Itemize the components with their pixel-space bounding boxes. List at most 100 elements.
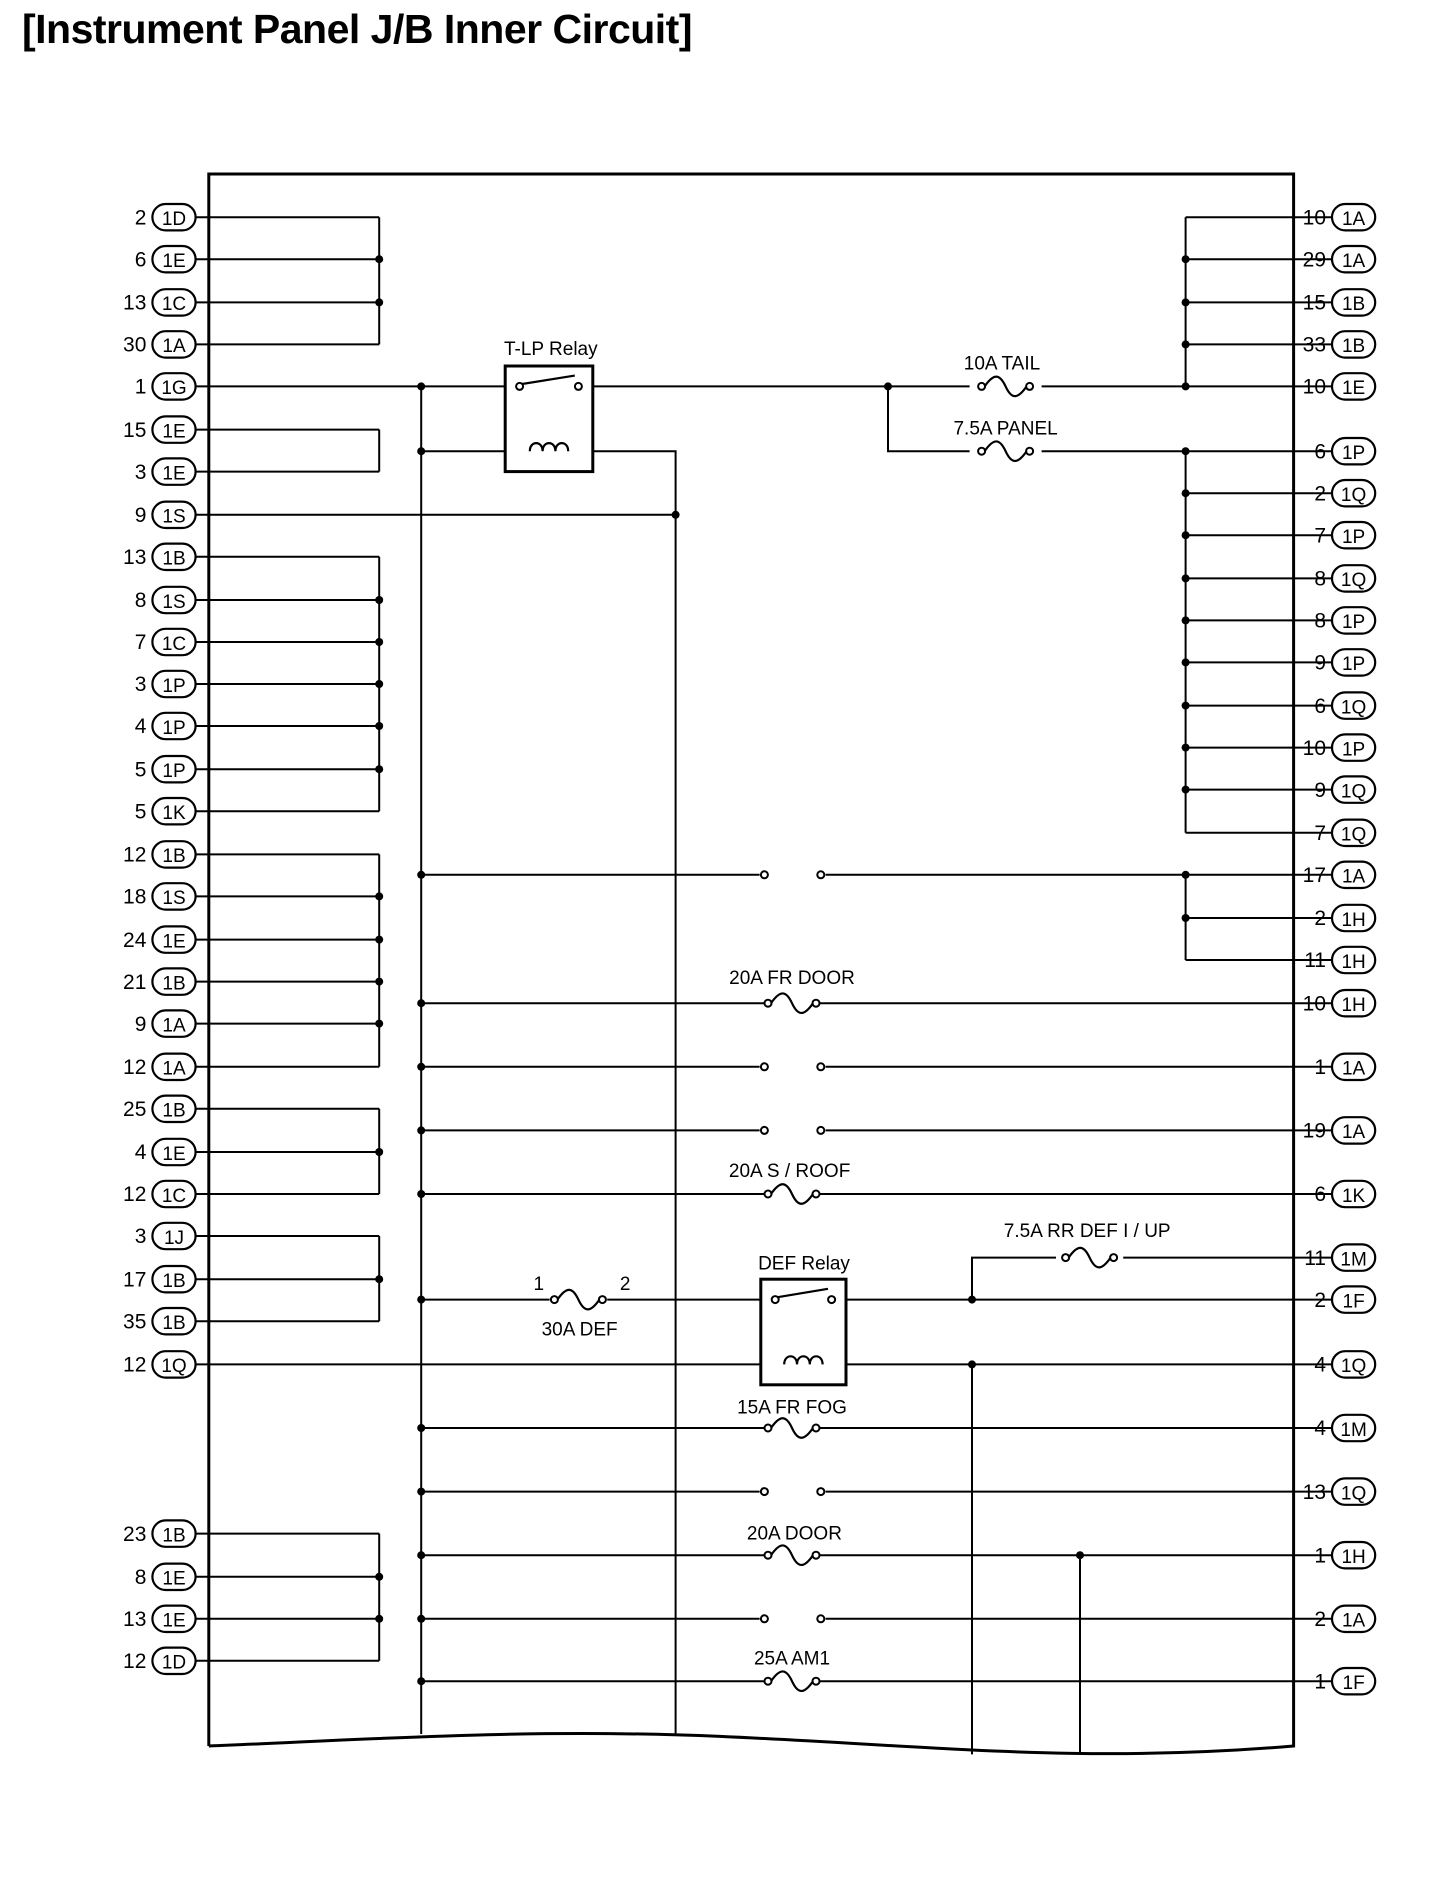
connector-badge: [151, 1094, 197, 1124]
connector-badge: [1330, 244, 1377, 274]
fuse-rr-def-label: 7.5A RR DEF I / UP: [1004, 1221, 1171, 1242]
pin-number: 3: [135, 1225, 147, 1248]
connector-code: 1S: [162, 592, 185, 613]
junction-dot: [1181, 616, 1190, 625]
fuse-fr-fog-icon: [770, 1417, 814, 1439]
fuse-def-terminal-2-label: 2: [620, 1274, 631, 1295]
pin-number: 21: [123, 971, 146, 994]
connector-badge: [151, 415, 197, 444]
junction-dot: [417, 999, 426, 1008]
connector-code: 1B: [162, 1271, 185, 1292]
pin-number: 5: [135, 758, 147, 781]
connector-code: 1M: [1340, 1249, 1366, 1270]
fuse-door-icon: [770, 1544, 814, 1567]
fuse-terminal: [811, 1189, 821, 1199]
pin-number: 13: [123, 292, 146, 315]
wire: [971, 1256, 1056, 1300]
fuse-terminal: [811, 1550, 821, 1560]
fuse-def-icon: [556, 1288, 601, 1311]
connector-badge: [1330, 1285, 1377, 1314]
connector-badge: [151, 1646, 197, 1676]
connector-code: 1A: [1342, 867, 1366, 888]
connector-badge: [1330, 945, 1377, 975]
junction-dot: [417, 1614, 426, 1623]
junction-dot: [417, 1190, 426, 1198]
pin-number: 9: [135, 1013, 147, 1036]
relay-contact: [573, 381, 583, 391]
connector-badge: [1330, 520, 1377, 550]
pin-number: 15: [123, 419, 146, 442]
fuse-am1-icon: [770, 1670, 814, 1693]
connector-code: 1B: [162, 1101, 185, 1122]
junction-dot: [671, 510, 680, 519]
connector-pin: 8 1E: [135, 1562, 197, 1592]
pin-number: 2: [1314, 482, 1326, 505]
pin-number: 9: [1314, 779, 1326, 802]
junction-dot: [417, 382, 426, 391]
connector-code: 1M: [1340, 1420, 1366, 1441]
connector-code: 1Q: [161, 1356, 186, 1377]
connector-pin: 13 1C: [123, 288, 197, 317]
connector-code: 1H: [1341, 952, 1365, 973]
pin-number: 24: [123, 929, 147, 952]
pin-number: 10: [1303, 992, 1326, 1015]
relay-switch-arm: [521, 374, 575, 386]
fuse-terminal: [1025, 381, 1035, 391]
pin-number: 18: [123, 886, 146, 909]
junction-dot: [1181, 870, 1190, 879]
connector-code: 1E: [162, 1569, 185, 1590]
connector-code: 1F: [1343, 1291, 1365, 1312]
connector-code: 1B: [1342, 294, 1365, 315]
relay-coil-icon: [528, 442, 570, 452]
connector-code: 1H: [1341, 1547, 1365, 1568]
pin-number: 2: [1314, 1289, 1326, 1312]
connector-code: 1A: [1342, 1059, 1366, 1080]
fuse-terminal: [597, 1295, 607, 1305]
connector-badge: [151, 967, 197, 996]
connector-badge: [151, 542, 197, 572]
connector-badge: [151, 244, 197, 274]
junction-dot: [417, 870, 426, 879]
junction-dot: [375, 935, 384, 944]
connector-code: 1B: [162, 549, 185, 570]
junction-dot: [417, 447, 426, 456]
tlp-relay-icon: [503, 364, 595, 474]
pin-number: 13: [1303, 1481, 1326, 1504]
fuse-panel-icon: [983, 440, 1028, 463]
open-terminal: [816, 1062, 826, 1072]
fuse-tail-label: 10A TAIL: [964, 354, 1040, 375]
fuse-terminal: [977, 446, 987, 456]
junction-dot: [417, 1551, 426, 1560]
connector-code: 1Q: [1341, 570, 1366, 591]
connector-code: 1H: [1341, 910, 1365, 931]
pin-number: 1: [1314, 1670, 1326, 1693]
connector-code: 1K: [1342, 1186, 1366, 1207]
def-relay-label: DEF Relay: [758, 1254, 850, 1275]
connector-badge: [151, 585, 197, 615]
connector-badge: [1330, 1540, 1377, 1570]
connector-pin: 2 1F: [1314, 1285, 1377, 1314]
fuse-terminal: [763, 1676, 773, 1686]
junction-dot: [1181, 914, 1190, 922]
connector-code: 1Q: [1341, 781, 1366, 802]
connector-badge: [1330, 1243, 1377, 1272]
pin-number: 8: [135, 1566, 147, 1589]
connector-code: 1C: [162, 294, 186, 315]
junction-dot: [417, 1487, 426, 1496]
connector-code: 1G: [161, 378, 186, 399]
connector-code: 1Q: [1341, 1356, 1366, 1377]
connector-badge: [1330, 564, 1377, 593]
